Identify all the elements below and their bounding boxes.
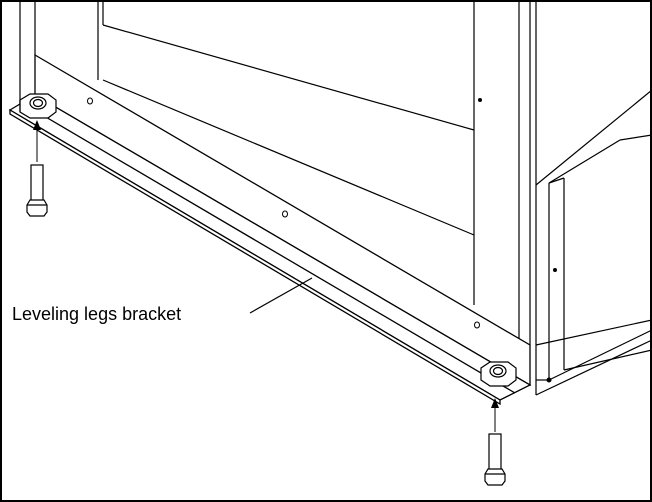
left-leveling-leg — [26, 164, 48, 217]
callout-leader-line — [249, 277, 313, 314]
bracket-holes — [87, 97, 480, 329]
callout-label: Leveling legs bracket — [12, 304, 181, 324]
cabinet-rivets — [478, 98, 557, 383]
cabinet-frame — [19, 0, 652, 396]
left-arrow — [33, 120, 41, 162]
right-nut — [480, 361, 517, 387]
right-arrow — [491, 398, 499, 432]
left-nut — [19, 93, 57, 119]
right-leveling-leg — [484, 433, 506, 486]
leveling-legs-bracket — [8, 53, 532, 406]
